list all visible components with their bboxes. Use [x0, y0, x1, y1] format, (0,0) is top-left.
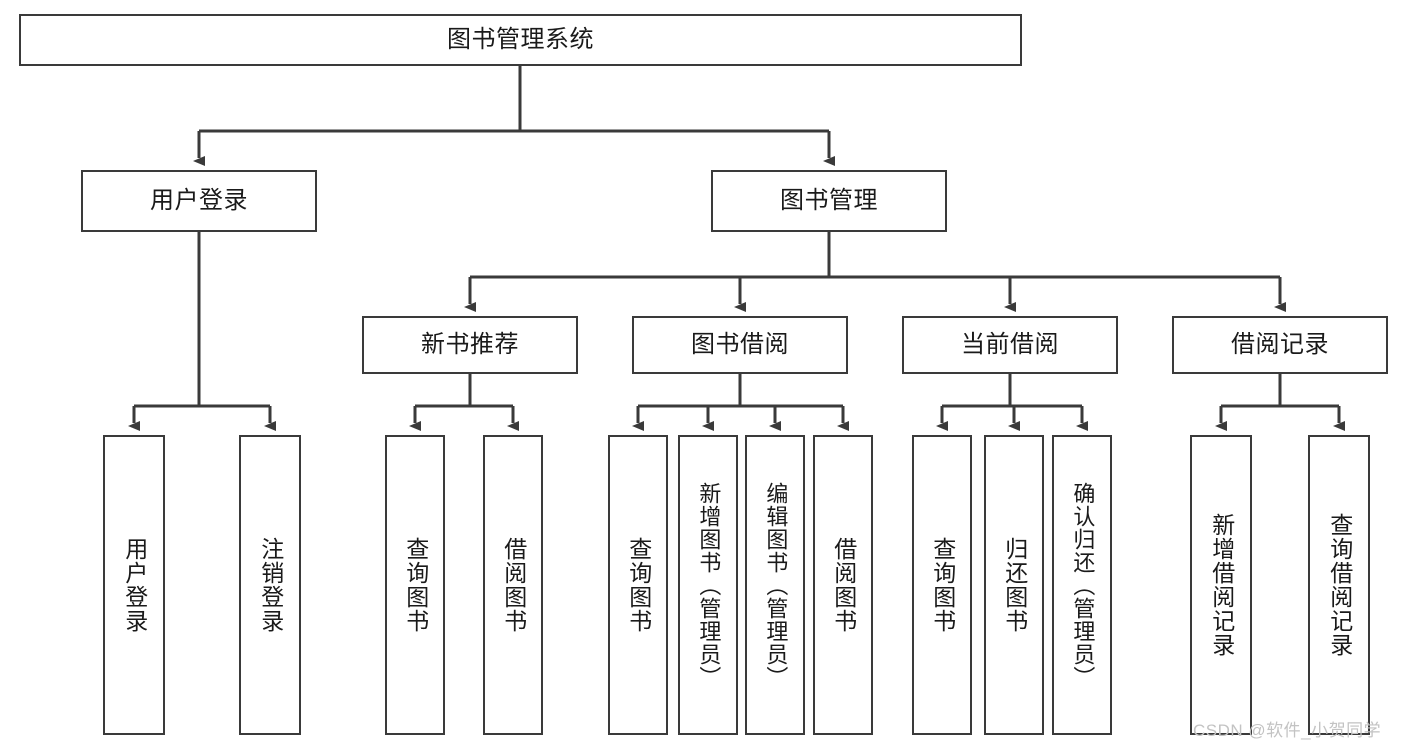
leaf-query-book-current-label: 查询图书 — [929, 537, 956, 633]
node-book-borrow-label: 图书借阅 — [691, 331, 789, 359]
leaf-user-login[interactable]: 用户登录 — [103, 435, 165, 735]
leaf-query-book-current[interactable]: 查询图书 — [912, 435, 972, 735]
leaf-query-book-borrow[interactable]: 查询图书 — [608, 435, 668, 735]
leaf-edit-book-admin-label: 编辑图书（管理员） — [763, 481, 789, 689]
leaf-borrow-book-recommend[interactable]: 借阅图书 — [483, 435, 543, 735]
leaf-add-borrow-record-label: 新增借阅记录 — [1208, 513, 1235, 657]
leaf-add-book-admin-label: 新增图书（管理员） — [696, 481, 722, 689]
leaf-query-book-recommend-label: 查询图书 — [402, 537, 429, 633]
node-current-borrow-label: 当前借阅 — [961, 331, 1059, 359]
node-user-login-label: 用户登录 — [150, 187, 248, 215]
leaf-return-book-label: 归还图书 — [1001, 537, 1028, 633]
csdn-watermark: CSDN @软件_小贺同学 — [1193, 721, 1382, 740]
leaf-user-login-label: 用户登录 — [121, 537, 148, 633]
leaf-confirm-return-admin[interactable]: 确认归还（管理员） — [1052, 435, 1112, 735]
node-root[interactable]: 图书管理系统 — [19, 14, 1022, 66]
leaf-user-logout[interactable]: 注销登录 — [239, 435, 301, 735]
node-user-login[interactable]: 用户登录 — [81, 170, 317, 232]
node-new-book-recommend[interactable]: 新书推荐 — [362, 316, 578, 374]
node-borrow-records[interactable]: 借阅记录 — [1172, 316, 1388, 374]
leaf-add-borrow-record[interactable]: 新增借阅记录 — [1190, 435, 1252, 735]
node-root-label: 图书管理系统 — [447, 26, 594, 54]
node-book-management-label: 图书管理 — [780, 187, 878, 215]
leaf-query-borrow-record-label: 查询借阅记录 — [1326, 513, 1353, 657]
leaf-query-borrow-record[interactable]: 查询借阅记录 — [1308, 435, 1370, 735]
leaf-borrow-book-label: 借阅图书 — [830, 537, 857, 633]
node-current-borrow[interactable]: 当前借阅 — [902, 316, 1118, 374]
node-borrow-records-label: 借阅记录 — [1231, 331, 1329, 359]
leaf-query-book-borrow-label: 查询图书 — [625, 537, 652, 633]
leaf-add-book-admin[interactable]: 新增图书（管理员） — [678, 435, 738, 735]
leaf-borrow-book-recommend-label: 借阅图书 — [500, 537, 527, 633]
leaf-borrow-book[interactable]: 借阅图书 — [813, 435, 873, 735]
leaf-confirm-return-admin-label: 确认归还（管理员） — [1070, 481, 1096, 689]
leaf-edit-book-admin[interactable]: 编辑图书（管理员） — [745, 435, 805, 735]
leaf-query-book-recommend[interactable]: 查询图书 — [385, 435, 445, 735]
leaf-return-book[interactable]: 归还图书 — [984, 435, 1044, 735]
node-book-borrow[interactable]: 图书借阅 — [632, 316, 848, 374]
node-new-book-recommend-label: 新书推荐 — [421, 331, 519, 359]
node-book-management[interactable]: 图书管理 — [711, 170, 947, 232]
leaf-user-logout-label: 注销登录 — [257, 537, 284, 633]
